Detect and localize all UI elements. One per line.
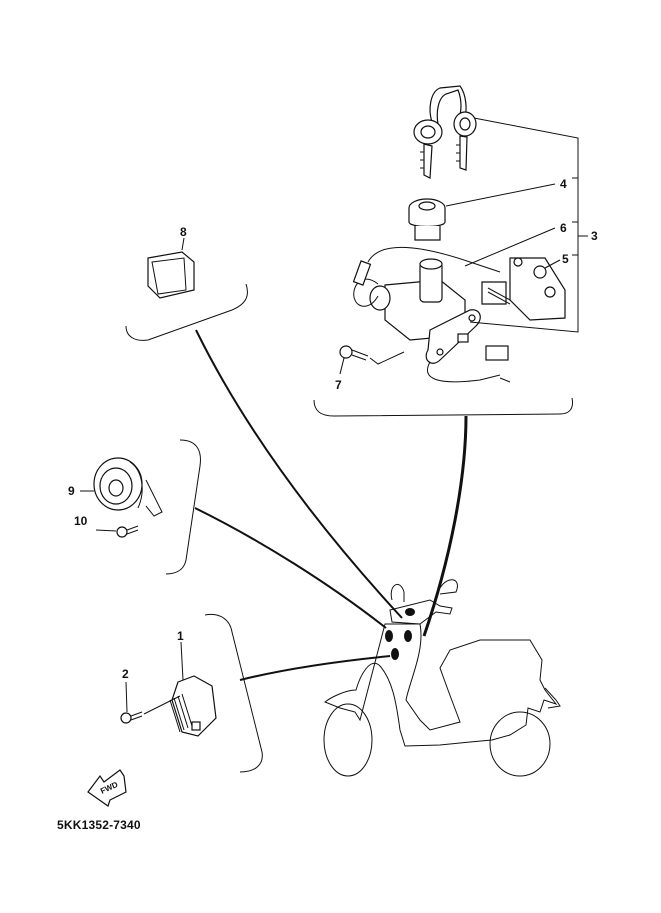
drawing-code: 5KK1352-7340 [57,818,141,832]
relay-unit-group: 1 2 [120,613,263,773]
group-bracket-horn [165,439,201,575]
callout-1: 1 [177,629,184,643]
bolt-7-illustration [339,345,405,365]
connector-line-main-switch [422,415,468,637]
leader-5 [544,259,561,269]
callout-4: 4 [560,177,567,191]
main-switch-group: 4 6 3 5 7 [313,85,598,417]
group-bracket-relay [125,283,248,341]
callout-7: 7 [335,378,342,392]
group-bracket-main-switch [313,397,573,417]
connector-line-horn [194,507,387,629]
callout-5: 5 [562,252,569,266]
horn-group: 9 10 [68,439,201,575]
callout-10: 10 [74,514,88,528]
leader-7 [339,357,345,375]
callout-3: 3 [591,229,598,243]
leader-bracket-3 [469,117,588,333]
callout-9: 9 [68,484,75,498]
connector-line-relay [195,329,403,619]
main-switch-illustration [352,246,511,383]
key-cylinder-cap-illustration [408,198,446,241]
connector-line-relay-unit [239,655,391,681]
callout-2: 2 [122,667,129,681]
scooter-illustration [323,579,561,777]
relay-group: 8 [125,225,248,341]
keys-illustration [413,85,477,179]
callout-8: 8 [180,225,187,239]
callout-6: 6 [560,221,567,235]
leader-6 [464,227,556,267]
seat-lock-illustration [481,257,566,321]
fwd-direction-arrow: FWD [87,769,127,807]
group-bracket-relay-unit [204,613,263,773]
leader-4 [445,183,556,207]
